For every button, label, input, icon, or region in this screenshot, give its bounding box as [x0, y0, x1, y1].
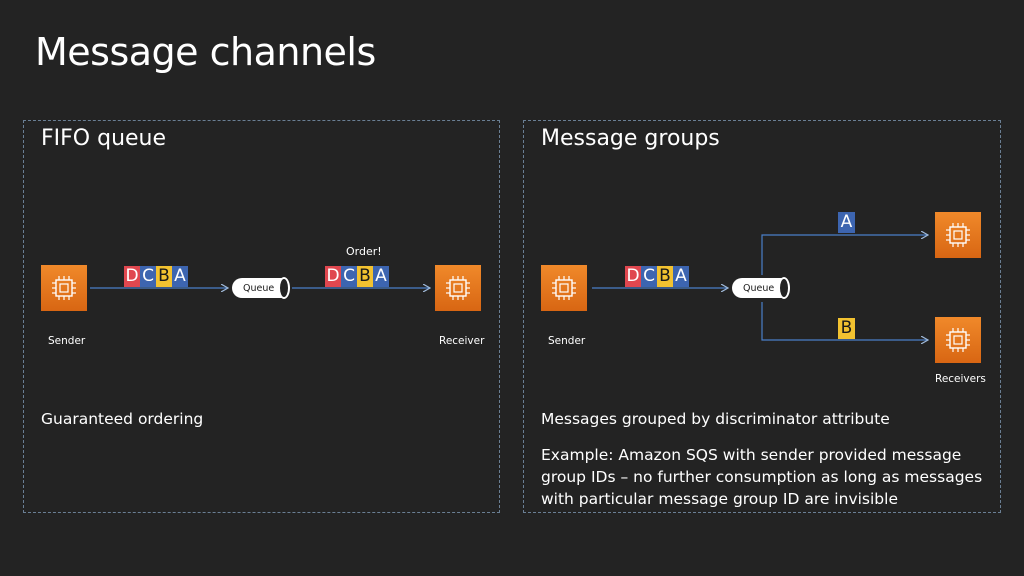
groups-sender-label: Sender	[548, 335, 586, 347]
fifo-sender-label: Sender	[48, 335, 86, 347]
groups-caption-2: Example: Amazon SQS with sender provided…	[541, 446, 983, 508]
group-b-message: B	[838, 318, 855, 339]
fifo-messages-out: D C B A	[325, 266, 389, 287]
message-a: A	[373, 266, 389, 287]
groups-queue-end	[778, 277, 790, 299]
message-c: C	[341, 266, 357, 287]
fifo-receiver-label: Receiver	[439, 335, 485, 347]
fifo-sender-chip-icon	[41, 265, 87, 311]
message-a: A	[673, 266, 689, 287]
groups-arrow-queue-receiver-a	[761, 235, 928, 275]
groups-sender-chip-icon	[541, 265, 587, 311]
groups-receiver-a-chip-icon	[935, 212, 981, 258]
fifo-panel	[23, 120, 500, 513]
groups-receivers-label: Receivers	[935, 373, 986, 385]
message-a: A	[172, 266, 188, 287]
groups-messages-in: D C B A	[625, 266, 689, 287]
group-a-message: A	[838, 212, 855, 233]
fifo-order-note: Order!	[346, 245, 382, 258]
fifo-caption: Guaranteed ordering	[41, 410, 204, 428]
message-c: C	[140, 266, 156, 287]
fifo-messages-in: D C B A	[124, 266, 188, 287]
groups-arrow-queue-receiver-b	[761, 302, 928, 340]
message-c: C	[641, 266, 657, 287]
fifo-panel-title: FIFO queue	[41, 126, 167, 151]
message-d: D	[625, 266, 641, 287]
fifo-queue-end	[278, 277, 290, 299]
groups-receiver-b-chip-icon	[935, 317, 981, 363]
message-b: B	[657, 266, 673, 287]
groups-caption-1: Messages grouped by discriminator attrib…	[541, 410, 890, 428]
message-groups-panel	[523, 120, 1001, 513]
message-d: D	[124, 266, 140, 287]
fifo-queue: Queue	[232, 278, 284, 298]
slide-title: Message channels	[35, 30, 376, 74]
message-groups-panel-title: Message groups	[541, 126, 720, 151]
fifo-receiver-chip-icon	[435, 265, 481, 311]
message-b: B	[357, 266, 373, 287]
groups-queue: Queue	[732, 278, 784, 298]
message-b: B	[156, 266, 172, 287]
message-d: D	[325, 266, 341, 287]
